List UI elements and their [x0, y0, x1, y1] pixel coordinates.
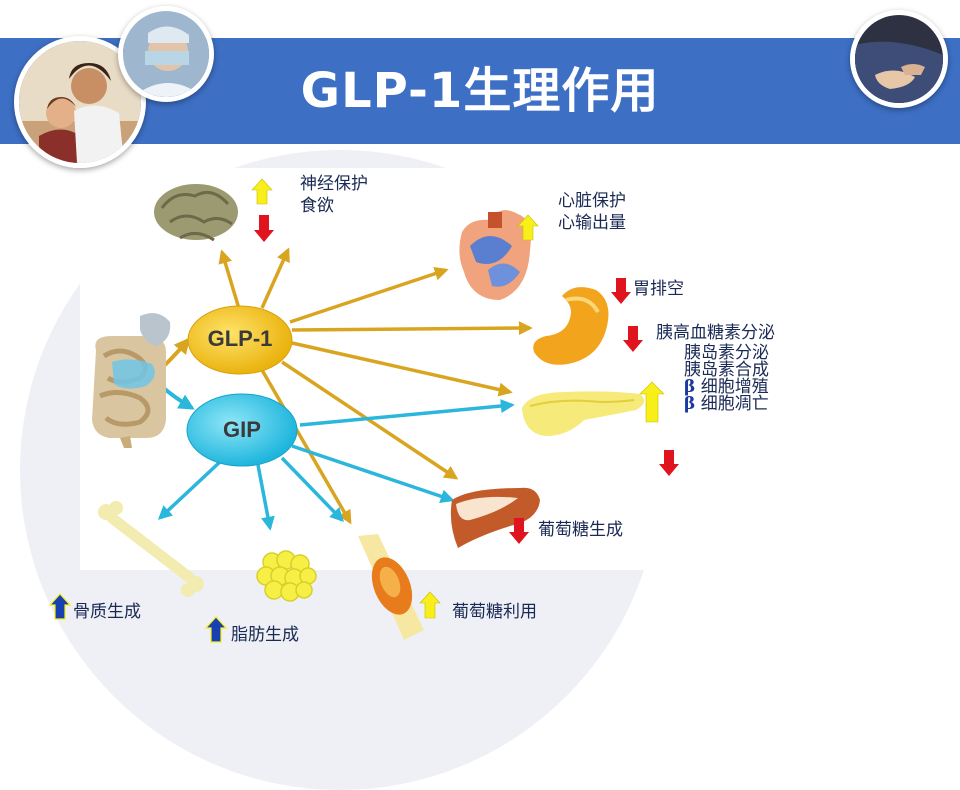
label-gluconeogenesis: 葡萄糖生成: [538, 520, 623, 540]
label-gastric-emptying: 胃排空: [633, 279, 684, 299]
down-arrow-glucagon: [623, 326, 643, 352]
label-bone-formation: 骨质生成: [73, 602, 141, 622]
glp1-label: GLP-1: [207, 326, 273, 351]
gip-label: GIP: [223, 417, 261, 442]
bone-icon: [98, 501, 204, 597]
pancreas-icon: [522, 391, 645, 436]
up-arrow-fat: [204, 616, 228, 643]
gip-hub: [186, 393, 298, 467]
glp1-arrows: [218, 247, 533, 525]
beta-apoptosis-text: 细胞凋亡: [700, 394, 769, 414]
down-arrow-appetite: [254, 215, 274, 242]
muscle-icon: [358, 534, 424, 640]
gut-to-glp1-arrow: [163, 337, 191, 367]
glp1-hub: [187, 305, 293, 375]
fat-icon: [256, 550, 317, 602]
label-insulin-secretion: 胰岛素分泌: [684, 343, 769, 363]
beta-proliferation-text: 细胞增殖: [700, 377, 769, 397]
photo-family: [14, 36, 146, 168]
gip-arrows: [157, 399, 515, 531]
down-arrows-red: [254, 215, 679, 544]
up-arrows-yellow: [251, 178, 665, 619]
label-cardioprotection: 心脏保护: [558, 191, 626, 211]
liver-icon: [450, 487, 540, 548]
label-glucose-utilization: 葡萄糖利用: [452, 602, 537, 622]
label-beta-proliferation: β 细胞增殖: [684, 379, 769, 396]
photo-hands: [850, 10, 948, 108]
label-neuroprotection: 神经保护: [300, 174, 368, 194]
brain-icon: [154, 184, 238, 242]
label-appetite: 食欲: [300, 196, 334, 216]
up-arrow-bone: [48, 593, 72, 620]
up-arrow-cardio: [517, 214, 539, 241]
label-beta-apoptosis: β 细胞凋亡: [684, 396, 769, 413]
heart-icon: [459, 210, 531, 300]
stomach-icon: [533, 287, 609, 365]
page-title: GLP-1生理作用: [300, 63, 660, 119]
label-insulin-synthesis: 胰岛素合成: [684, 360, 769, 380]
arrow-layer: [48, 178, 679, 643]
up-arrow-insulin: [639, 381, 665, 423]
down-arrow-gluconeo: [509, 518, 529, 544]
down-arrow-gastric: [611, 278, 631, 304]
photo-doctor: [118, 6, 214, 102]
up-arrows-blue: [48, 593, 228, 643]
down-arrow-apoptosis: [659, 450, 679, 476]
beta-symbol: β: [684, 394, 696, 414]
beta-symbol: β: [684, 377, 696, 397]
label-fat-formation: 脂肪生成: [231, 625, 299, 645]
label-cardiac-output: 心输出量: [558, 213, 626, 233]
intestine-icon: [92, 313, 171, 448]
up-arrow-glucose-use: [419, 591, 441, 619]
up-arrow-neuro: [251, 178, 273, 205]
label-glucagon-secretion: 胰高血糖素分泌: [656, 323, 775, 343]
